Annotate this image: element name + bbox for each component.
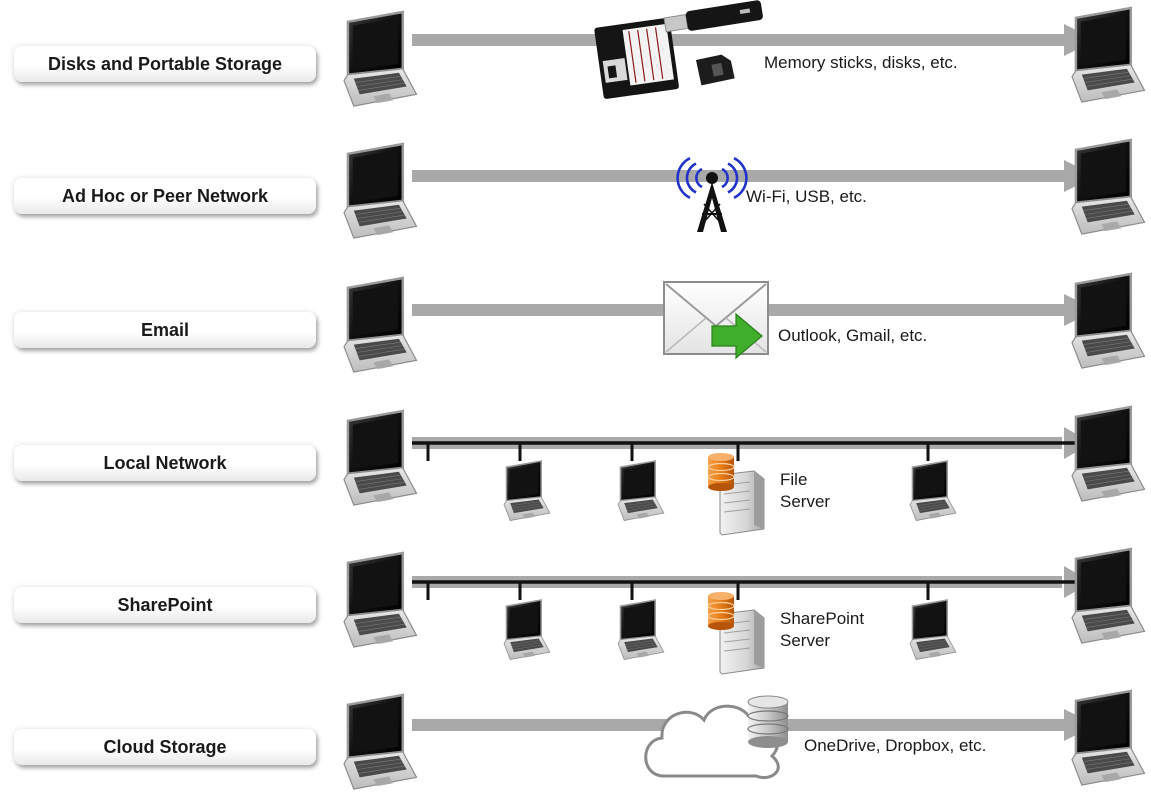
source-laptop-2 — [343, 142, 418, 239]
row-caption-6: OneDrive, Dropbox, etc. — [804, 736, 987, 755]
row-caption-3: Outlook, Gmail, etc. — [778, 326, 928, 345]
destination-laptop-5 — [1071, 547, 1146, 644]
source-laptop-4 — [343, 409, 418, 506]
destination-laptop-6 — [1071, 689, 1146, 786]
row-caption-5-line-2: Server — [780, 631, 831, 650]
arrow-row-2 — [412, 170, 1066, 182]
row-label-4: Local Network — [14, 445, 316, 481]
email-envelope-icon — [663, 281, 769, 360]
device-icons — [343, 0, 1146, 790]
row-label-1: Disks and Portable Storage — [14, 46, 316, 82]
row-caption-4-line-1: File — [780, 470, 808, 489]
source-laptop-6 — [343, 693, 418, 790]
row-label-6: Cloud Storage — [14, 729, 316, 765]
destination-laptop-2 — [1071, 138, 1146, 235]
network-laptop-5-3 — [909, 599, 957, 660]
source-laptop-1 — [343, 10, 418, 107]
destination-laptop-4 — [1071, 405, 1146, 502]
arrow-row-1 — [412, 34, 1066, 46]
destination-laptop-3 — [1071, 272, 1146, 369]
cloud-storage-icon — [644, 695, 789, 779]
row-label-2: Ad Hoc or Peer Network — [14, 178, 316, 214]
source-laptop-5 — [343, 551, 418, 648]
row-caption-5-line-1: SharePoint — [780, 609, 865, 628]
row-label-5: SharePoint — [14, 587, 316, 623]
network-laptop-5-2 — [617, 599, 665, 660]
sharepoint-server-icon — [707, 592, 765, 675]
row-label-3: Email — [14, 312, 316, 348]
bus-row-4 — [412, 427, 1092, 461]
portable-storage-icon — [594, 0, 763, 99]
source-laptop-3 — [343, 276, 418, 373]
network-laptop-4-2 — [617, 460, 665, 521]
bus-row-5 — [412, 566, 1092, 600]
row-caption-4-line-2: Server — [780, 492, 831, 511]
network-laptop-4-3 — [909, 460, 957, 521]
row-caption-2: Wi-Fi, USB, etc. — [746, 187, 867, 206]
destination-laptop-1 — [1071, 6, 1146, 103]
wireless-tower-icon — [676, 157, 748, 232]
network-laptop-5-1 — [503, 599, 551, 660]
file-server-icon — [707, 453, 765, 536]
row-caption-1: Memory sticks, disks, etc. — [764, 53, 958, 72]
network-laptop-4-1 — [503, 460, 551, 521]
